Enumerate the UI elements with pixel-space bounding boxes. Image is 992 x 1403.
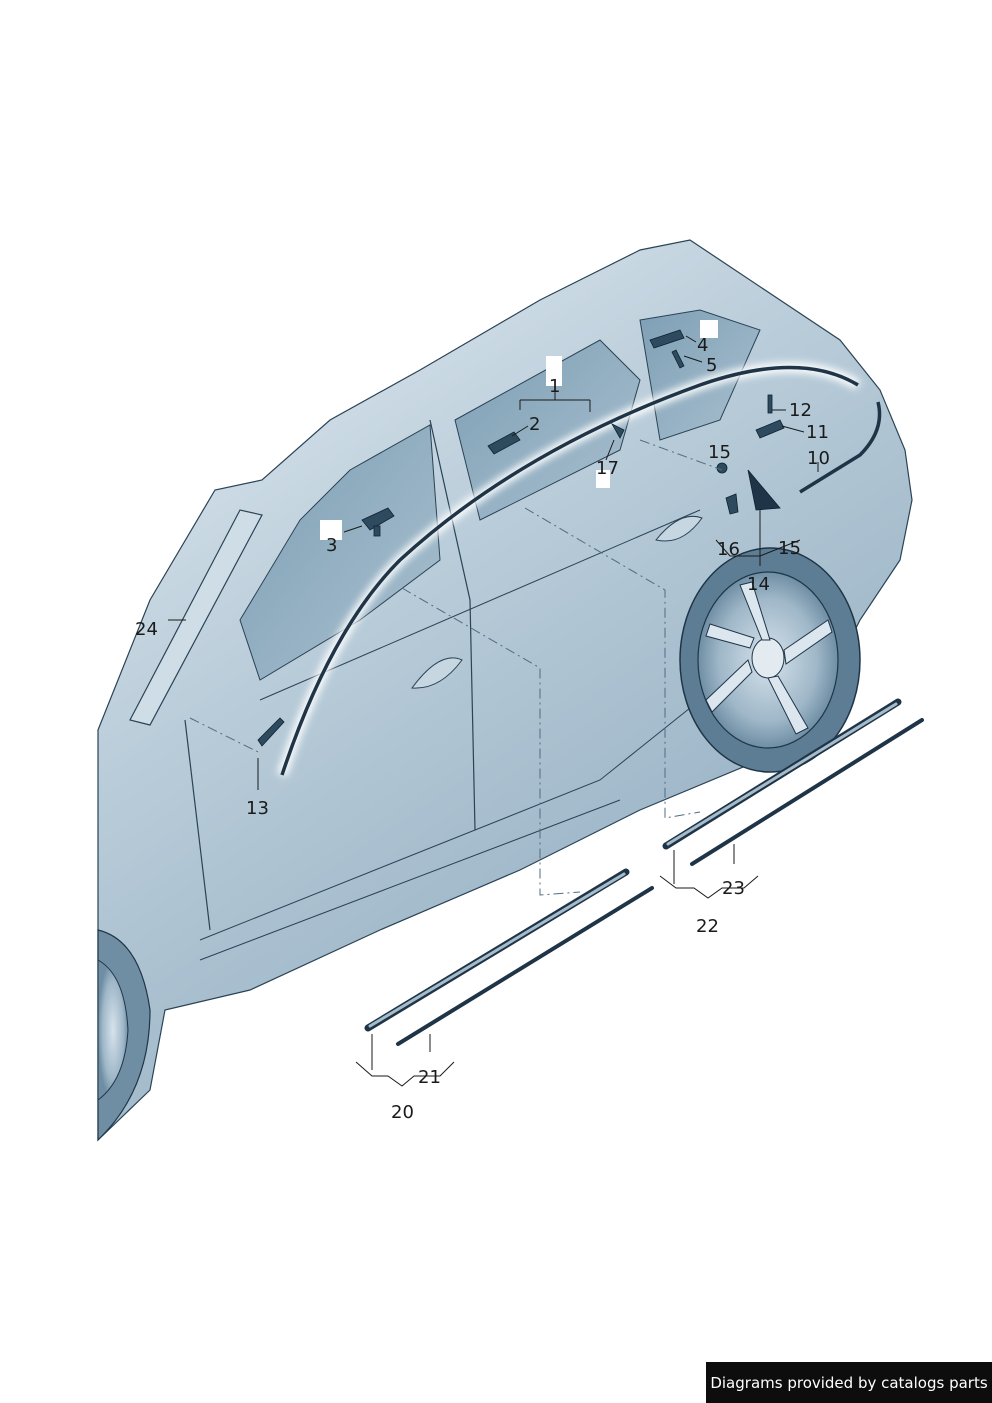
- callout-21: 21: [418, 1067, 441, 1088]
- callout-11: 11: [806, 422, 829, 443]
- callout-17: 17: [596, 458, 619, 479]
- callout-1: 1: [549, 376, 561, 397]
- callout-5: 5: [706, 355, 718, 376]
- callout-15-lower: 15: [778, 538, 801, 559]
- credit-badge: Diagrams provided by catalogs parts: [706, 1362, 992, 1403]
- leader-lines: [168, 335, 819, 1087]
- callout-10: 10: [807, 448, 830, 469]
- callout-2: 2: [529, 414, 541, 435]
- callout-12: 12: [789, 400, 812, 421]
- callout-15-upper: 15: [708, 442, 731, 463]
- roof-trim-moulding-line: [280, 365, 859, 776]
- car-body: [97, 239, 913, 1142]
- reference-lines: [189, 439, 723, 896]
- rear-window-trim: [799, 401, 882, 494]
- callout-backings: [320, 320, 718, 540]
- callout-14: 14: [747, 574, 770, 595]
- front-wheel: [97, 929, 151, 1142]
- callout-24: 24: [135, 619, 158, 640]
- callout-3: 3: [326, 535, 338, 556]
- callout-22: 22: [696, 916, 719, 937]
- callout-4: 4: [697, 335, 709, 356]
- callout-13: 13: [246, 798, 269, 819]
- sill-moulding-rear: [662, 698, 924, 866]
- credit-text: Diagrams provided by catalogs parts: [710, 1373, 988, 1392]
- callout-20: 20: [391, 1102, 414, 1123]
- callout-16: 16: [717, 539, 740, 560]
- clip-parts: [257, 329, 785, 747]
- rear-wheel: [679, 547, 861, 773]
- sill-moulding-front: [364, 868, 654, 1046]
- callout-23: 23: [722, 878, 745, 899]
